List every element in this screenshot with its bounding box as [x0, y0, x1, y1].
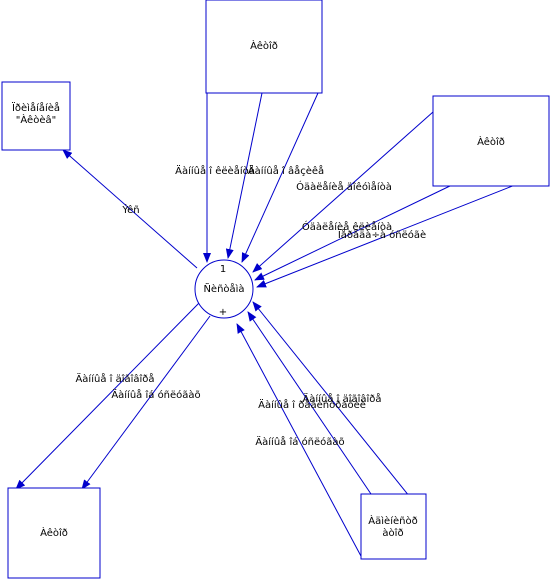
system-bottom-mark: + [219, 307, 227, 318]
top-actor-label: Àêòîð [250, 39, 278, 52]
edge-label-bottom-left-2: Äàííûå îá óñëóãàõ [111, 388, 200, 401]
right-actor-label: Àêòîð [477, 135, 505, 148]
external-document-label-line1: Ïðèìåíåíèå [12, 101, 60, 114]
edge-label-to-external: Ýêñ [121, 203, 139, 216]
administrator-label-line2: àòîð [382, 527, 403, 539]
edge-system-to-external [62, 149, 198, 269]
system-label: Ñèñòåìà [203, 282, 244, 295]
external-document-node[interactable]: Ïðèìåíåíèå "Àêòèâ" [1, 81, 71, 151]
edge-label-top-1: Äàííûå î êëèåíòå [175, 164, 255, 177]
edge-label-admin-3: Äàííûå îá óñëóãàõ [255, 435, 344, 448]
edge-right-actor-to-system-3 [256, 184, 516, 288]
edge-system-to-bottom-left-2 [81, 315, 211, 490]
edge-label-top-2: Äàííûå î âåçèêå [248, 164, 324, 177]
edge-top-actor-to-system-2 [225, 92, 263, 259]
edge-label-right-2: Óäàëåíèå êëèåíòà [302, 220, 392, 233]
right-actor-node[interactable]: Àêòîð [432, 95, 550, 187]
edge-label-admin-1: Äàííûå î ðåãèñòðàöèè [258, 398, 366, 411]
edge-right-actor-to-system-1 [252, 111, 434, 273]
system-node[interactable]: 1 Ñèñòåìà + [194, 259, 254, 319]
edge-label-bottom-left-1: Äàííûå î äîãîâîðå [75, 372, 154, 385]
bottom-left-actor-node[interactable]: Àêòîð [7, 487, 101, 579]
edge-top-actor-to-system-3 [241, 92, 319, 263]
administrator-node[interactable]: Àäìèíèñòð àòîð [360, 493, 427, 560]
bottom-left-actor-label: Àêòîð [40, 526, 68, 539]
edge-label-admin-2: Äàííûå î äîãîâîðå [302, 392, 381, 405]
system-top-mark: 1 [220, 264, 226, 275]
edge-admin-to-system-3 [252, 301, 427, 518]
edge-admin-to-system-1 [236, 323, 363, 559]
external-document-label-line2: "Àêòèâ" [16, 113, 56, 126]
edge-admin-to-system-2 [247, 311, 372, 495]
edge-label-right-1: Óäàëåíèå äîêóìåíòà [296, 180, 392, 193]
administrator-label-line1: Àäìèíèñòð [368, 514, 417, 527]
edge-system-to-bottom-left-1 [15, 301, 201, 490]
edge-label-right-3: Ïåðåäà÷à óñëóãè [338, 228, 426, 241]
top-actor-node[interactable]: Àêòîð [205, 0, 323, 94]
edge-right-actor-to-system-2 [254, 184, 453, 281]
